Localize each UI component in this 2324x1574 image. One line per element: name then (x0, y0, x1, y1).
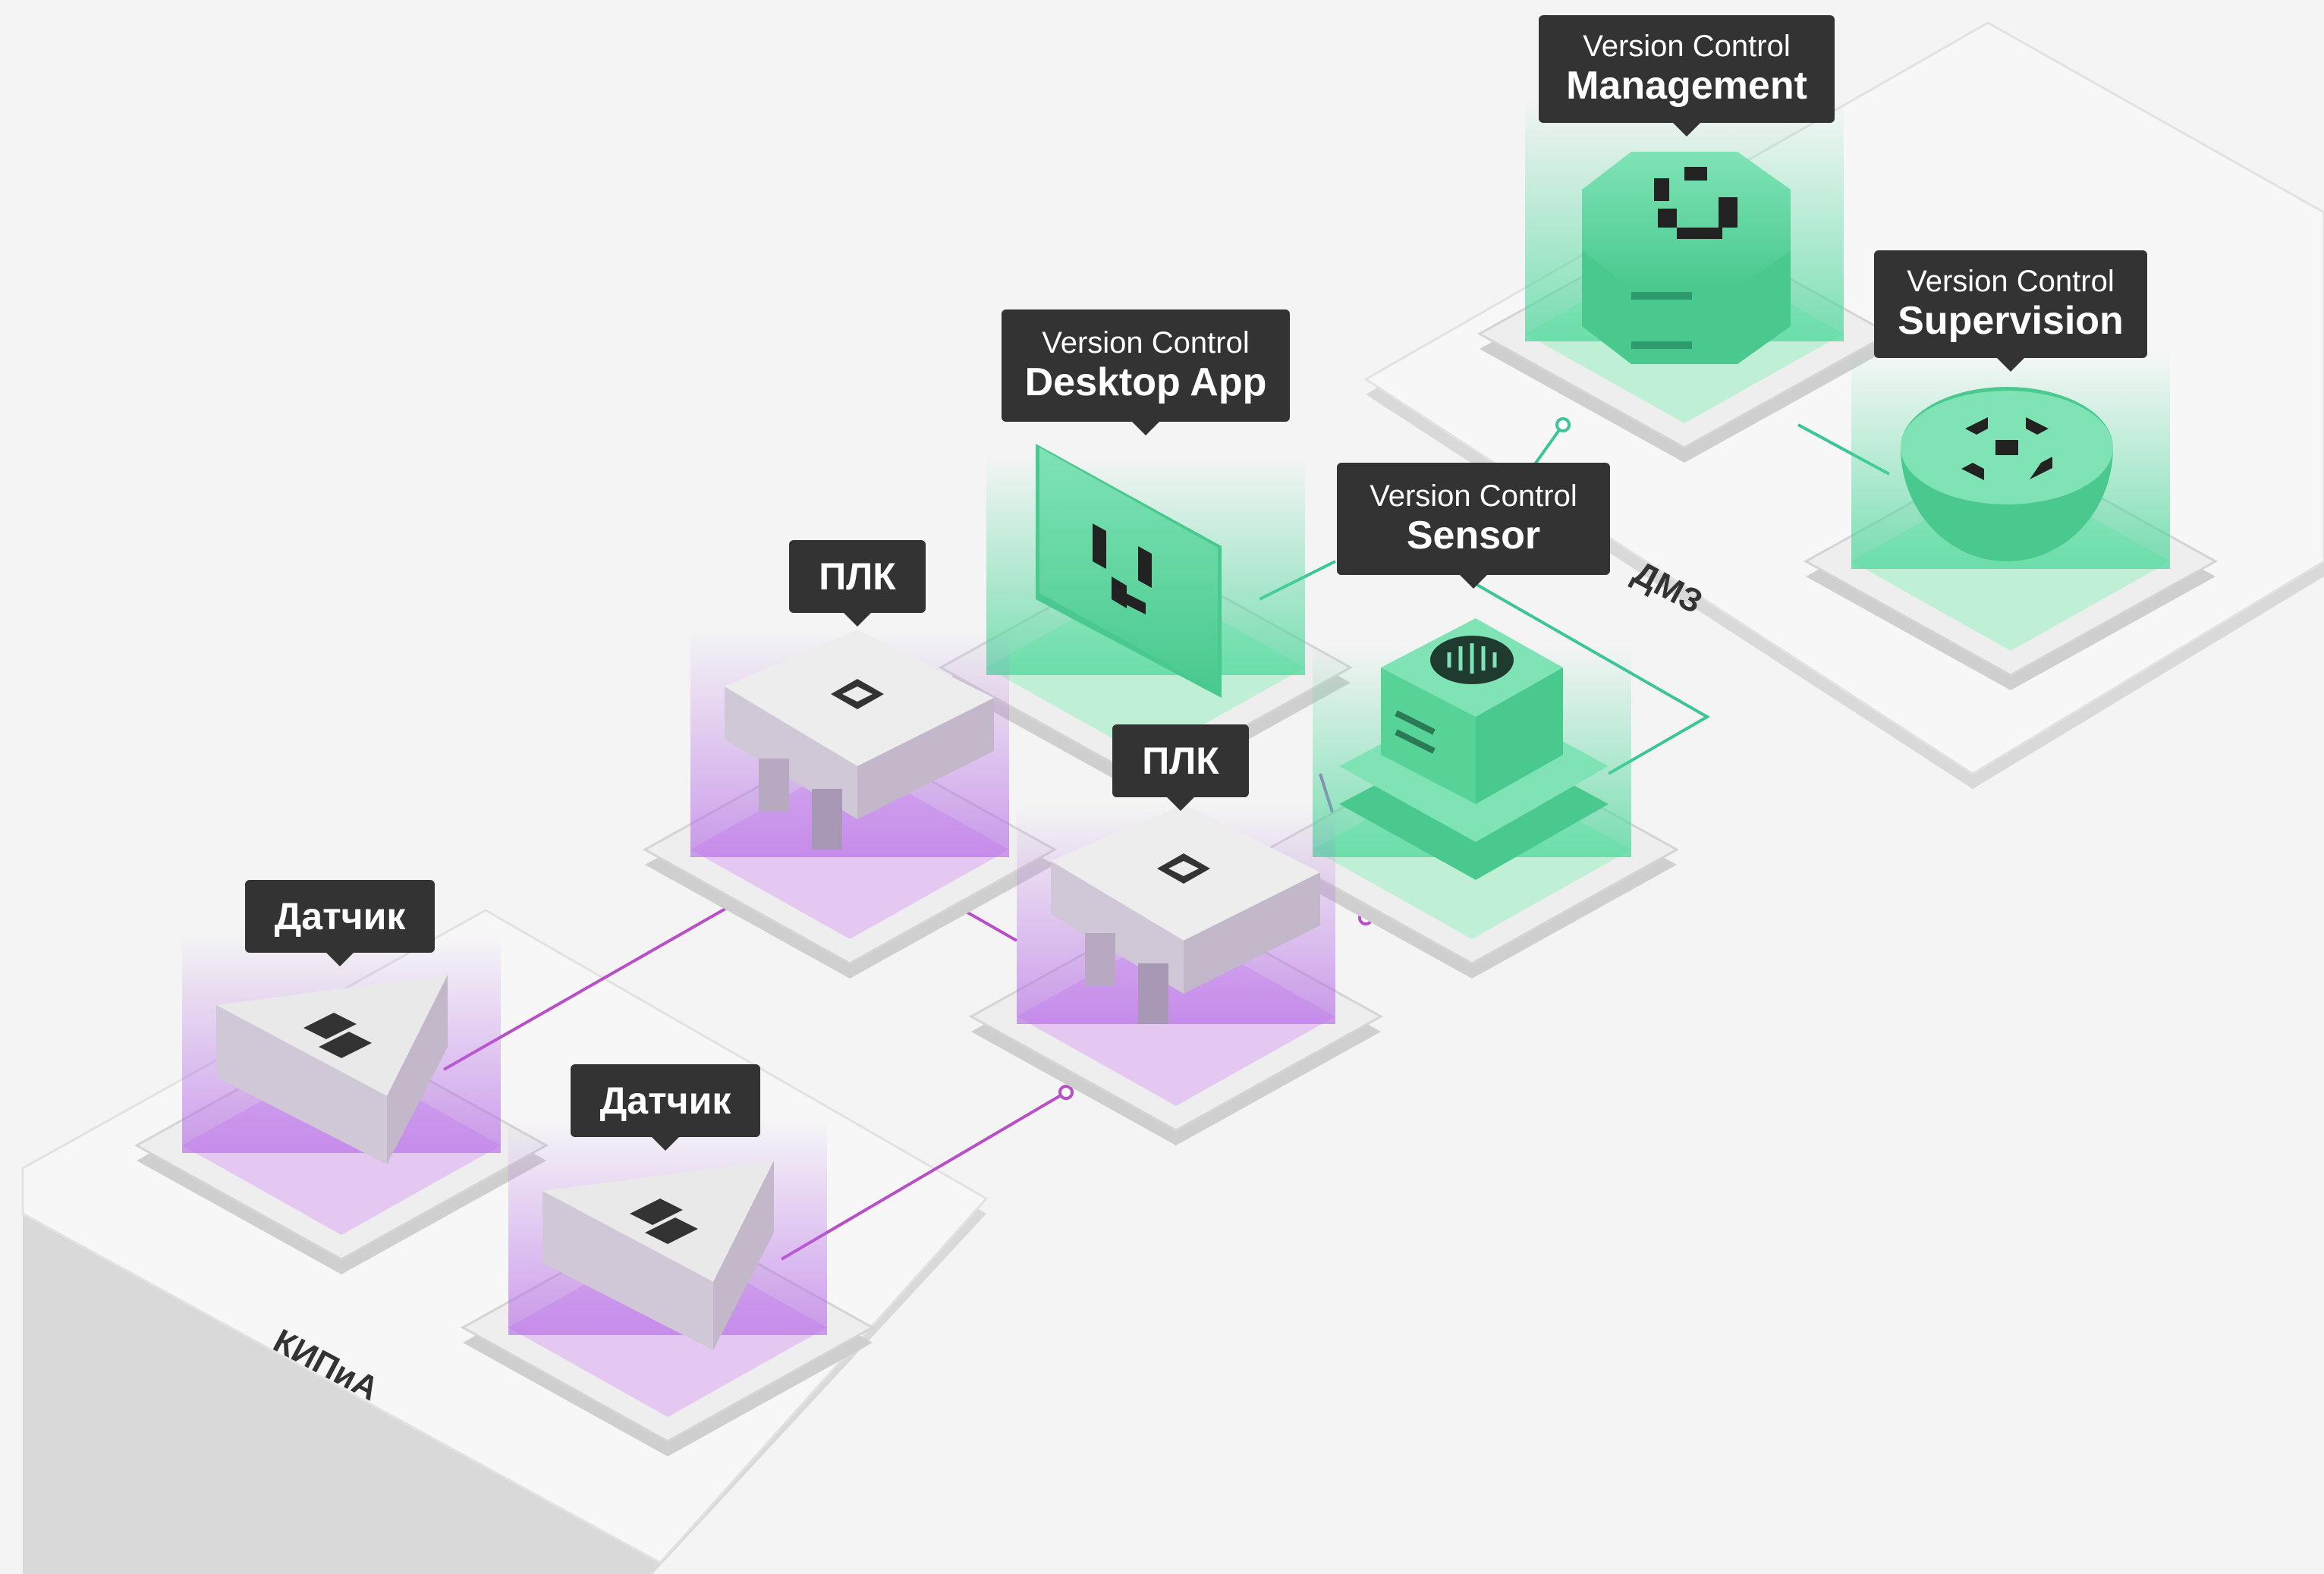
plc-node-2[interactable] (968, 804, 1384, 1145)
callout-management-sub: Version Control (1583, 30, 1791, 64)
cpu-chip-icon (725, 630, 994, 850)
sensor-glyph-icon (542, 1161, 774, 1350)
callout-desktop-sub: Version Control (1042, 326, 1250, 360)
sensor-wave-icon (1339, 618, 1609, 880)
callout-datchik-1-label: Датчик (274, 895, 406, 938)
callout-sensor-main: Sensor (1406, 514, 1541, 558)
callout-sensor: Version Control Sensor (1337, 463, 1610, 589)
callout-management: Version Control Management (1539, 15, 1835, 137)
callout-supervision-sub: Version Control (1907, 265, 2115, 299)
management-logo-icon (1582, 152, 1791, 364)
callout-plc-1: ПЛК (789, 540, 926, 627)
supervision-node[interactable] (1803, 349, 2219, 690)
callout-datchik-1: Датчик (245, 880, 435, 966)
datchik-node-1[interactable] (134, 933, 549, 1274)
callout-desktop-main: Desktop App (1024, 360, 1267, 405)
callout-sensor-sub: Version Control (1370, 479, 1577, 514)
callout-plc-2: ПЛК (1112, 724, 1249, 811)
supervision-logo-icon (1901, 387, 2113, 561)
line-datchik2-plc2 (780, 1091, 1068, 1261)
plc-node-1[interactable] (642, 630, 1058, 979)
cpu-chip-icon (1051, 804, 1320, 1024)
callout-plc-2-label: ПЛК (1142, 740, 1219, 782)
line-sensor-loop (1475, 583, 1711, 775)
callout-datchik-2: Датчик (571, 1064, 760, 1151)
desktop-app-node[interactable] (938, 444, 1354, 796)
desktop-logo-icon (1036, 444, 1222, 698)
management-node[interactable] (1476, 99, 1892, 463)
callout-supervision: Version Control Supervision (1874, 250, 2147, 372)
line-plc1-plc2 (963, 909, 1017, 942)
datchik-node-2[interactable] (460, 1115, 876, 1456)
callout-datchik-2-label: Датчик (599, 1079, 731, 1122)
sensor-node[interactable] (1264, 618, 1680, 979)
callout-management-main: Management (1566, 64, 1807, 108)
callout-plc-1-label: ПЛК (819, 555, 896, 598)
callout-supervision-main: Supervision (1898, 299, 2124, 344)
callout-desktop-app: Version Control Desktop App (1002, 309, 1290, 435)
kipia-zone-platform (21, 909, 989, 1574)
sensor-glyph-icon (216, 975, 448, 1164)
